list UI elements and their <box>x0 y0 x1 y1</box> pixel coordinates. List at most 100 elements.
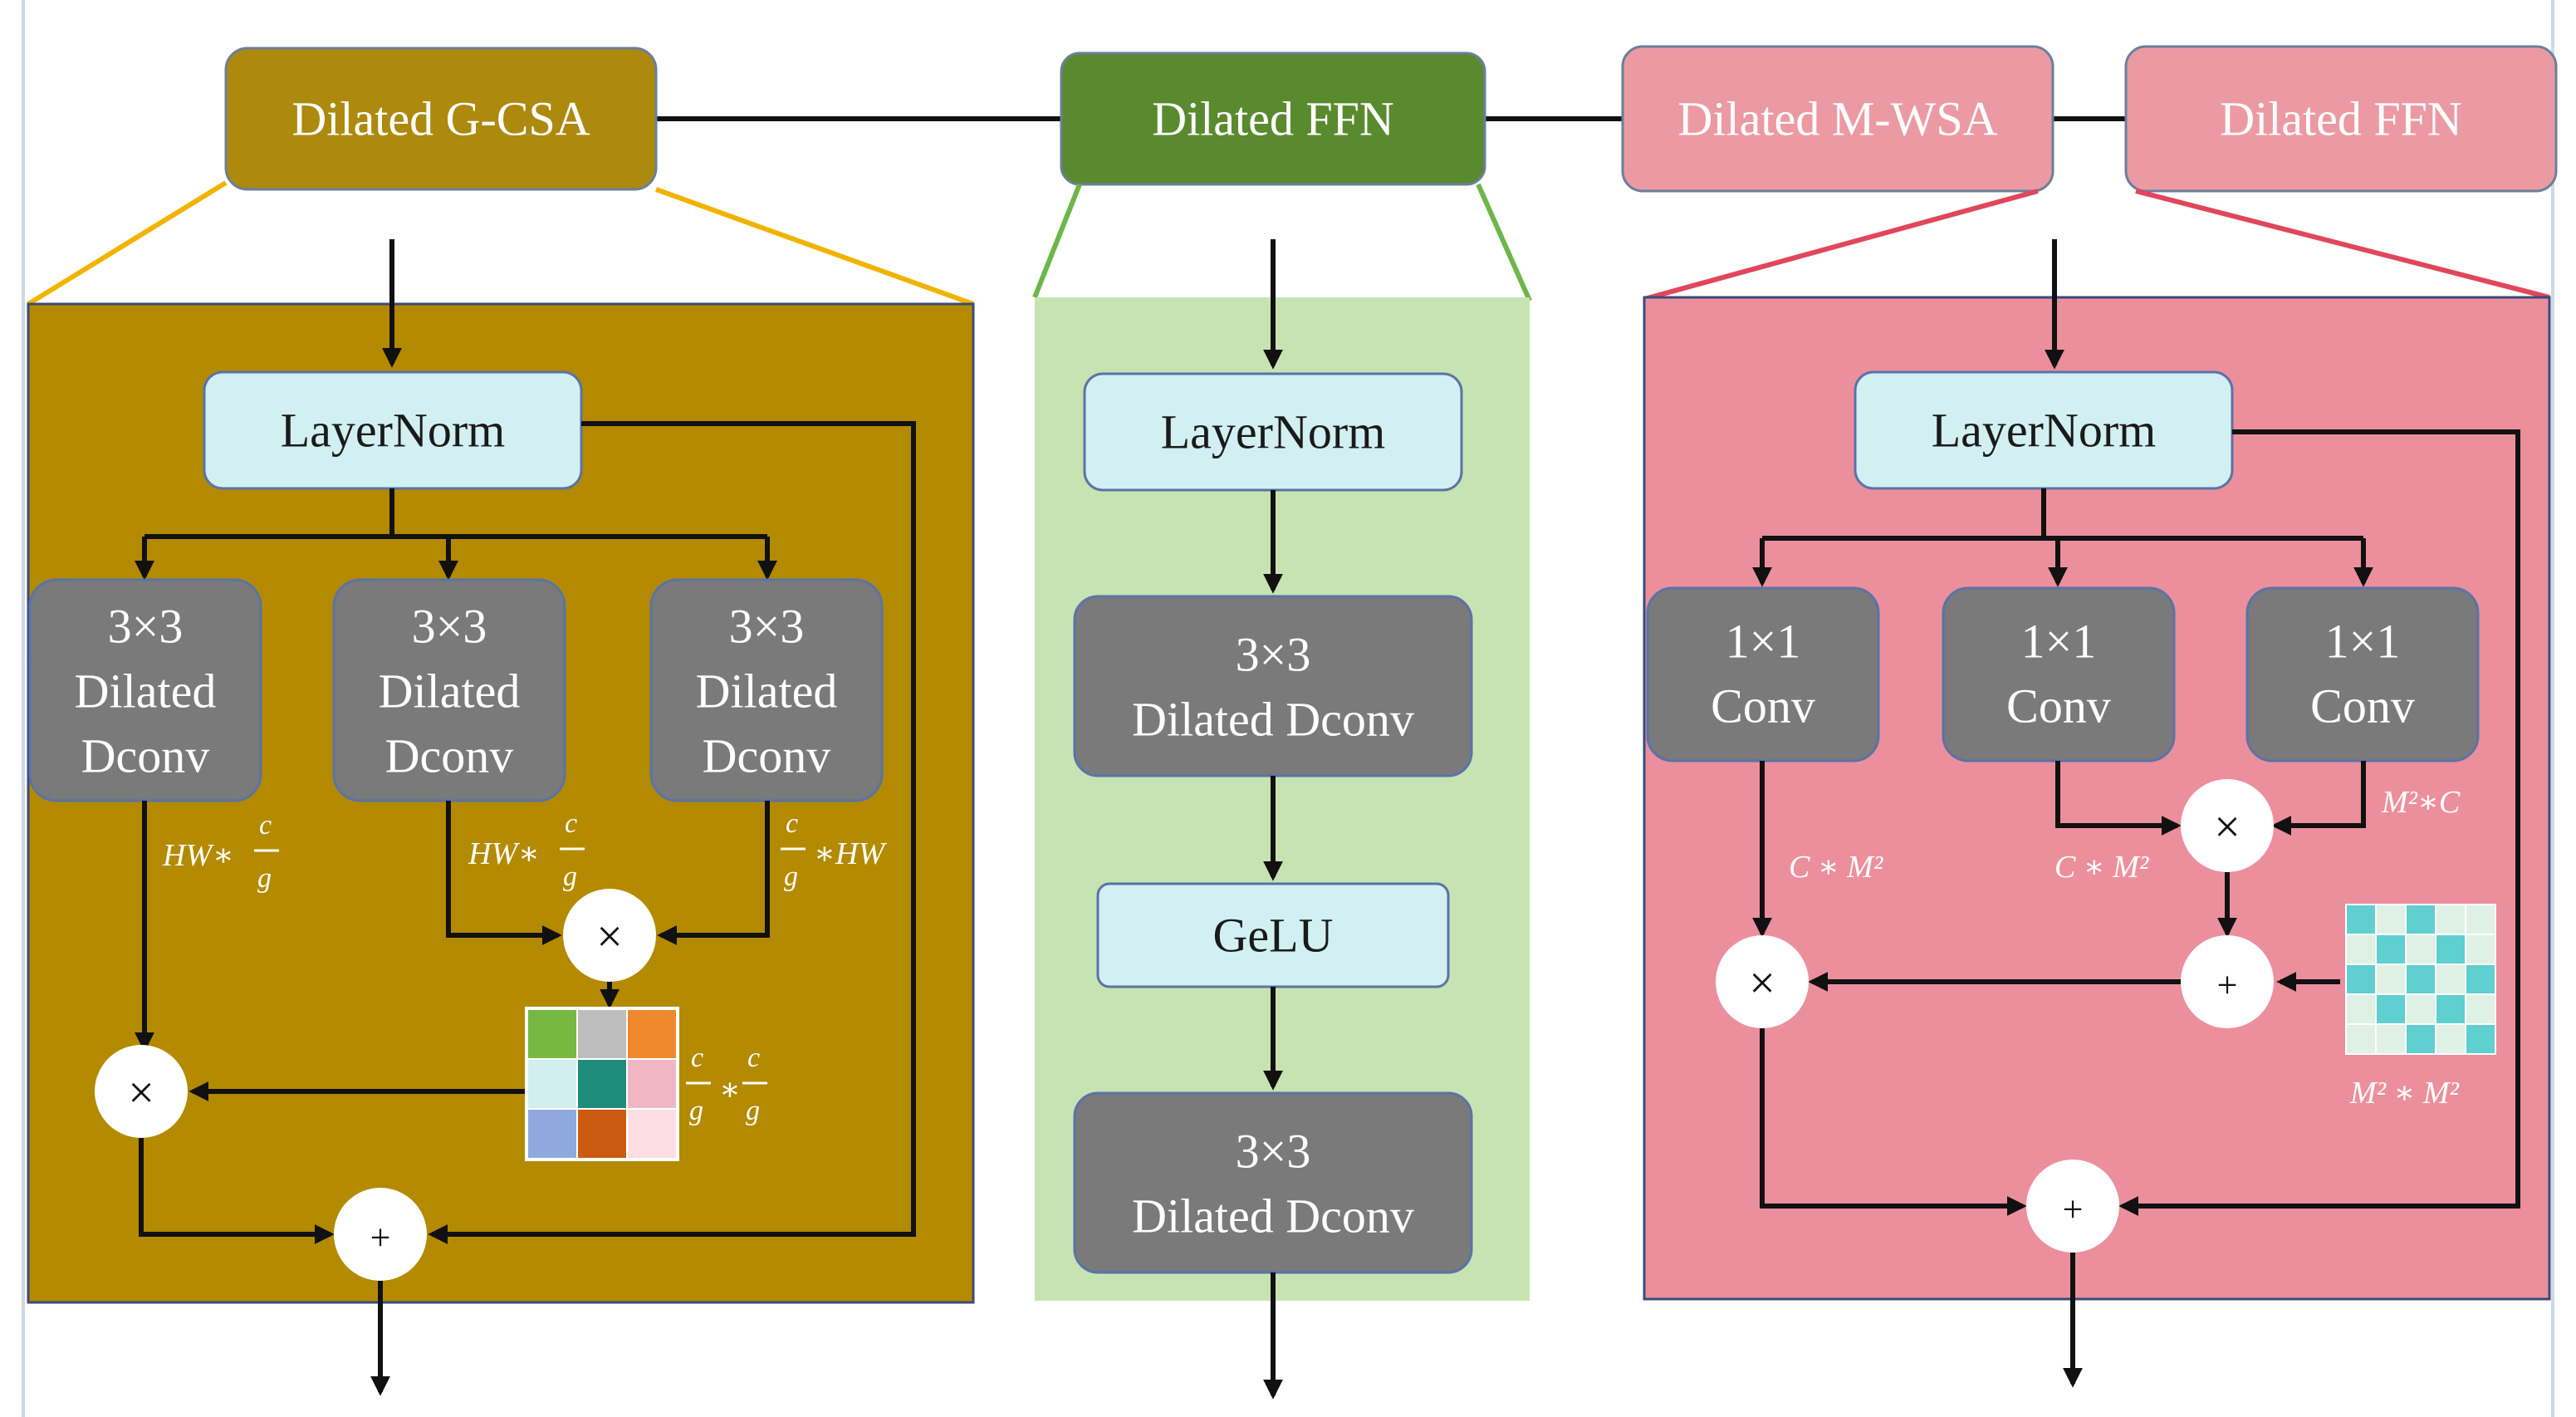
ffn-layernorm-box: LayerNorm <box>1083 372 1463 492</box>
svg-text:×: × <box>1749 958 1775 1009</box>
mwsa-mask-cell <box>2466 935 2495 963</box>
mwsa-conv-2-name: Conv <box>2006 679 2111 733</box>
mwsa-mask-cell <box>2347 1025 2375 1053</box>
mwsa-mask-cell <box>2347 935 2375 963</box>
svg-text:+: + <box>2217 965 2238 1006</box>
gcsa-dconv-2: 3×3 Dilated Dconv <box>332 578 566 802</box>
mwsa-mask-cell <box>2466 995 2495 1023</box>
gcsa-attention-matrix <box>525 1007 679 1161</box>
gcsa-matrix-cell <box>578 1060 626 1108</box>
gcsa-dconv-3-type: Dilated <box>696 664 838 718</box>
header-mwsa: Dilated M-WSA <box>1621 45 2054 193</box>
mwsa-conv-2: 1×1 Conv <box>1942 586 2176 762</box>
svg-text:g: g <box>257 863 272 894</box>
gcsa-dconv-2-name: Dconv <box>385 729 514 783</box>
svg-text:c: c <box>786 808 798 839</box>
mwsa-conv-3-name: Conv <box>2310 679 2415 733</box>
mwsa-mask-cell <box>2377 905 2405 934</box>
gcsa-label-c-g-hw: c g ∗ HW <box>781 808 887 892</box>
mwsa-mask-cell <box>2436 995 2465 1023</box>
svg-text:×: × <box>128 1067 154 1119</box>
svg-text:c: c <box>565 808 577 839</box>
mwsa-mask-cell <box>2436 1025 2465 1053</box>
gcsa-multiply-qk: × <box>563 889 656 982</box>
zoom-line-gcsa-left <box>27 180 228 306</box>
gcsa-matrix-cell <box>528 1060 576 1108</box>
mwsa-multiply-qk: × <box>2181 779 2274 872</box>
gcsa-dconv-1: 3×3 Dilated Dconv <box>28 578 262 802</box>
header-gcsa: Dilated G-CSA <box>224 47 658 191</box>
mwsa-mask-cell <box>2407 965 2435 993</box>
ffn-dconv-1-name: Dilated Dconv <box>1132 693 1414 747</box>
mwsa-mask-cell <box>2407 905 2435 934</box>
gcsa-label-hw-c-g-1: HW ∗ c g <box>162 810 279 894</box>
svg-text:HW: HW <box>468 836 520 871</box>
mwsa-mask-cell <box>2466 965 2495 993</box>
mwsa-label-m2c: M²∗C <box>2381 785 2461 820</box>
gcsa-dconv-1-type: Dilated <box>75 664 217 718</box>
svg-text:+: + <box>2063 1189 2084 1230</box>
ffn-gelu-label: GeLU <box>1213 909 1334 963</box>
header-ffn-1: Dilated FFN <box>1060 51 1486 186</box>
header-ffn-1-label: Dilated FFN <box>1152 92 1394 146</box>
mwsa-mask-cell <box>2407 935 2435 963</box>
gcsa-dconv-3-size: 3×3 <box>729 600 805 654</box>
gcsa-dconv-3-name: Dconv <box>703 729 831 783</box>
mwsa-add-mask: + <box>2181 935 2274 1028</box>
mwsa-mask-cell <box>2347 965 2375 993</box>
mwsa-mask-cell <box>2347 905 2375 934</box>
svg-text:∗: ∗ <box>518 836 540 871</box>
gcsa-layernorm-box: LayerNorm <box>203 370 583 490</box>
svg-text:HW: HW <box>835 836 887 871</box>
svg-text:+: + <box>370 1218 391 1258</box>
gcsa-dconv-1-size: 3×3 <box>108 600 184 654</box>
mwsa-mask-cell <box>2347 995 2375 1023</box>
mwsa-conv-3-size: 1×1 <box>2325 615 2401 669</box>
svg-text:g: g <box>563 861 577 892</box>
gcsa-dconv-3: 3×3 Dilated Dconv <box>649 578 884 802</box>
mwsa-conv-1-name: Conv <box>1711 679 1815 733</box>
gcsa-matrix-cell <box>628 1110 676 1158</box>
zoom-line-ffn-right <box>1476 183 1532 302</box>
mwsa-panel: LayerNorm 1×1 Conv 1×1 Conv 1×1 Conv C ∗… <box>1643 239 2551 1388</box>
mwsa-conv-1-size: 1×1 <box>1726 615 1801 669</box>
ffn-dconv-2-name: Dilated Dconv <box>1132 1189 1414 1243</box>
svg-text:∗: ∗ <box>814 836 835 871</box>
mwsa-mask-cell <box>2436 935 2465 963</box>
gcsa-matrix-cell <box>528 1010 576 1058</box>
svg-text:g: g <box>689 1096 703 1126</box>
gcsa-dconv-1-name: Dconv <box>81 729 210 783</box>
mwsa-mask-cell <box>2377 965 2405 993</box>
mwsa-layernorm-label: LayerNorm <box>1932 404 2157 458</box>
mwsa-mask-cell <box>2466 1025 2495 1053</box>
gcsa-add: + <box>334 1188 427 1281</box>
gcsa-panel: LayerNorm 3×3 Dilated Dconv 3×3 Dilated … <box>27 239 975 1396</box>
svg-text:c: c <box>747 1042 760 1073</box>
gcsa-matrix-cell <box>528 1110 576 1158</box>
gcsa-matrix-cell <box>578 1110 626 1158</box>
mwsa-label-cm2-1: C ∗ M² <box>1789 850 1883 885</box>
svg-text:∗: ∗ <box>213 838 234 873</box>
header-ffn-2-label: Dilated FFN <box>2220 92 2462 146</box>
header-mwsa-label: Dilated M-WSA <box>1678 92 1998 146</box>
mwsa-mask-cell <box>2436 965 2465 993</box>
ffn-dconv-1: 3×3 Dilated Dconv <box>1073 595 1473 777</box>
mwsa-label-m2m2: M² ∗ M² <box>2349 1076 2460 1111</box>
gcsa-layernorm-label: LayerNorm <box>281 404 506 458</box>
gcsa-matrix-cell <box>628 1010 676 1058</box>
gcsa-multiply-v: × <box>95 1045 188 1138</box>
mwsa-mask-cell <box>2377 935 2405 963</box>
svg-text:g: g <box>746 1096 760 1126</box>
gcsa-dconv-2-size: 3×3 <box>412 600 487 654</box>
svg-text:×: × <box>596 911 623 963</box>
ffn-layernorm-label: LayerNorm <box>1161 405 1386 459</box>
mwsa-layernorm-box: LayerNorm <box>1854 370 2234 490</box>
zoom-line-ffn-left <box>1032 183 1082 299</box>
ffn-dconv-1-size: 3×3 <box>1236 628 1311 682</box>
mwsa-mask-cell <box>2377 995 2405 1023</box>
mwsa-mask-cell <box>2436 905 2465 934</box>
mwsa-mask-cell <box>2407 1025 2435 1053</box>
svg-text:c: c <box>691 1042 703 1073</box>
mwsa-conv-3: 1×1 Conv <box>2245 586 2480 762</box>
